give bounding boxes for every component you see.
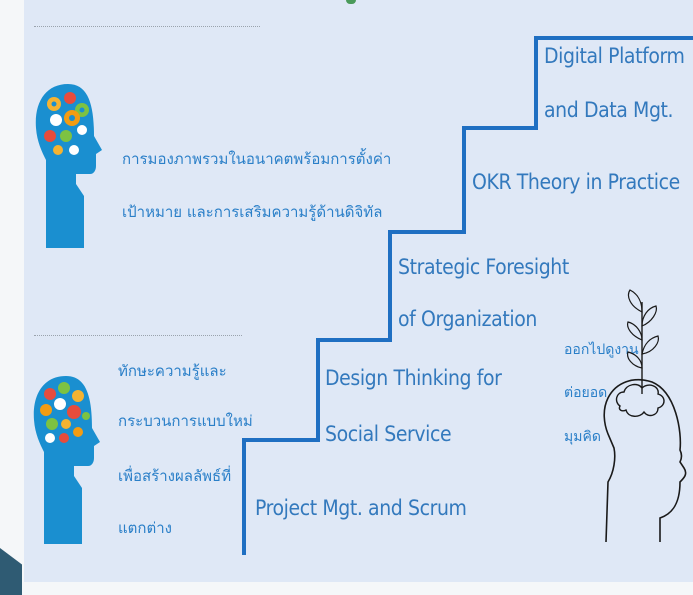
brain-head-icon [33, 376, 100, 544]
thinking-text-line-3: มุมคิด [564, 429, 601, 445]
skills-text-line-3: เพื่อสร้างผลลัพธ์ที่ [118, 467, 232, 485]
step-2-label-line-2: Social Service [325, 422, 452, 446]
step-3-label-line-1: Strategic Foresight [398, 255, 569, 279]
step-5-label-line-2: and Data Mgt. [544, 98, 674, 122]
skills-text-line-4: แตกต่าง [118, 519, 172, 537]
step-1-label: Project Mgt. and Scrum [255, 496, 467, 520]
skills-text-line-1: ทักษะความรู้และ [118, 362, 227, 380]
step-5-label-line-1: Digital Platform [544, 44, 685, 68]
gear-head-icon [35, 84, 102, 248]
sprout-head-icon [603, 289, 687, 543]
infographic-panel [24, 0, 693, 582]
vision-text-line-2: เป้าหมาย และการเสริมความรู้ด้านดิจิทัล [122, 203, 383, 221]
step-2-label-line-1: Design Thinking for [325, 366, 502, 390]
vision-text-line-1: การมองภาพรวมในอนาคตพร้อมการตั้งค่า [122, 150, 392, 168]
middle-dotted-divider [34, 335, 242, 336]
top-dotted-divider [34, 26, 260, 27]
top-accent-mark [346, 0, 356, 4]
step-4-label: OKR Theory in Practice [472, 170, 680, 194]
step-3-label-line-2: of Organization [398, 307, 537, 331]
thinking-text-line-2: ต่อยอด [564, 385, 608, 401]
thinking-text-line-1: ออกไปดูงาน [564, 342, 639, 358]
skills-text-line-2: กระบวนการแบบใหม่ [118, 412, 253, 430]
